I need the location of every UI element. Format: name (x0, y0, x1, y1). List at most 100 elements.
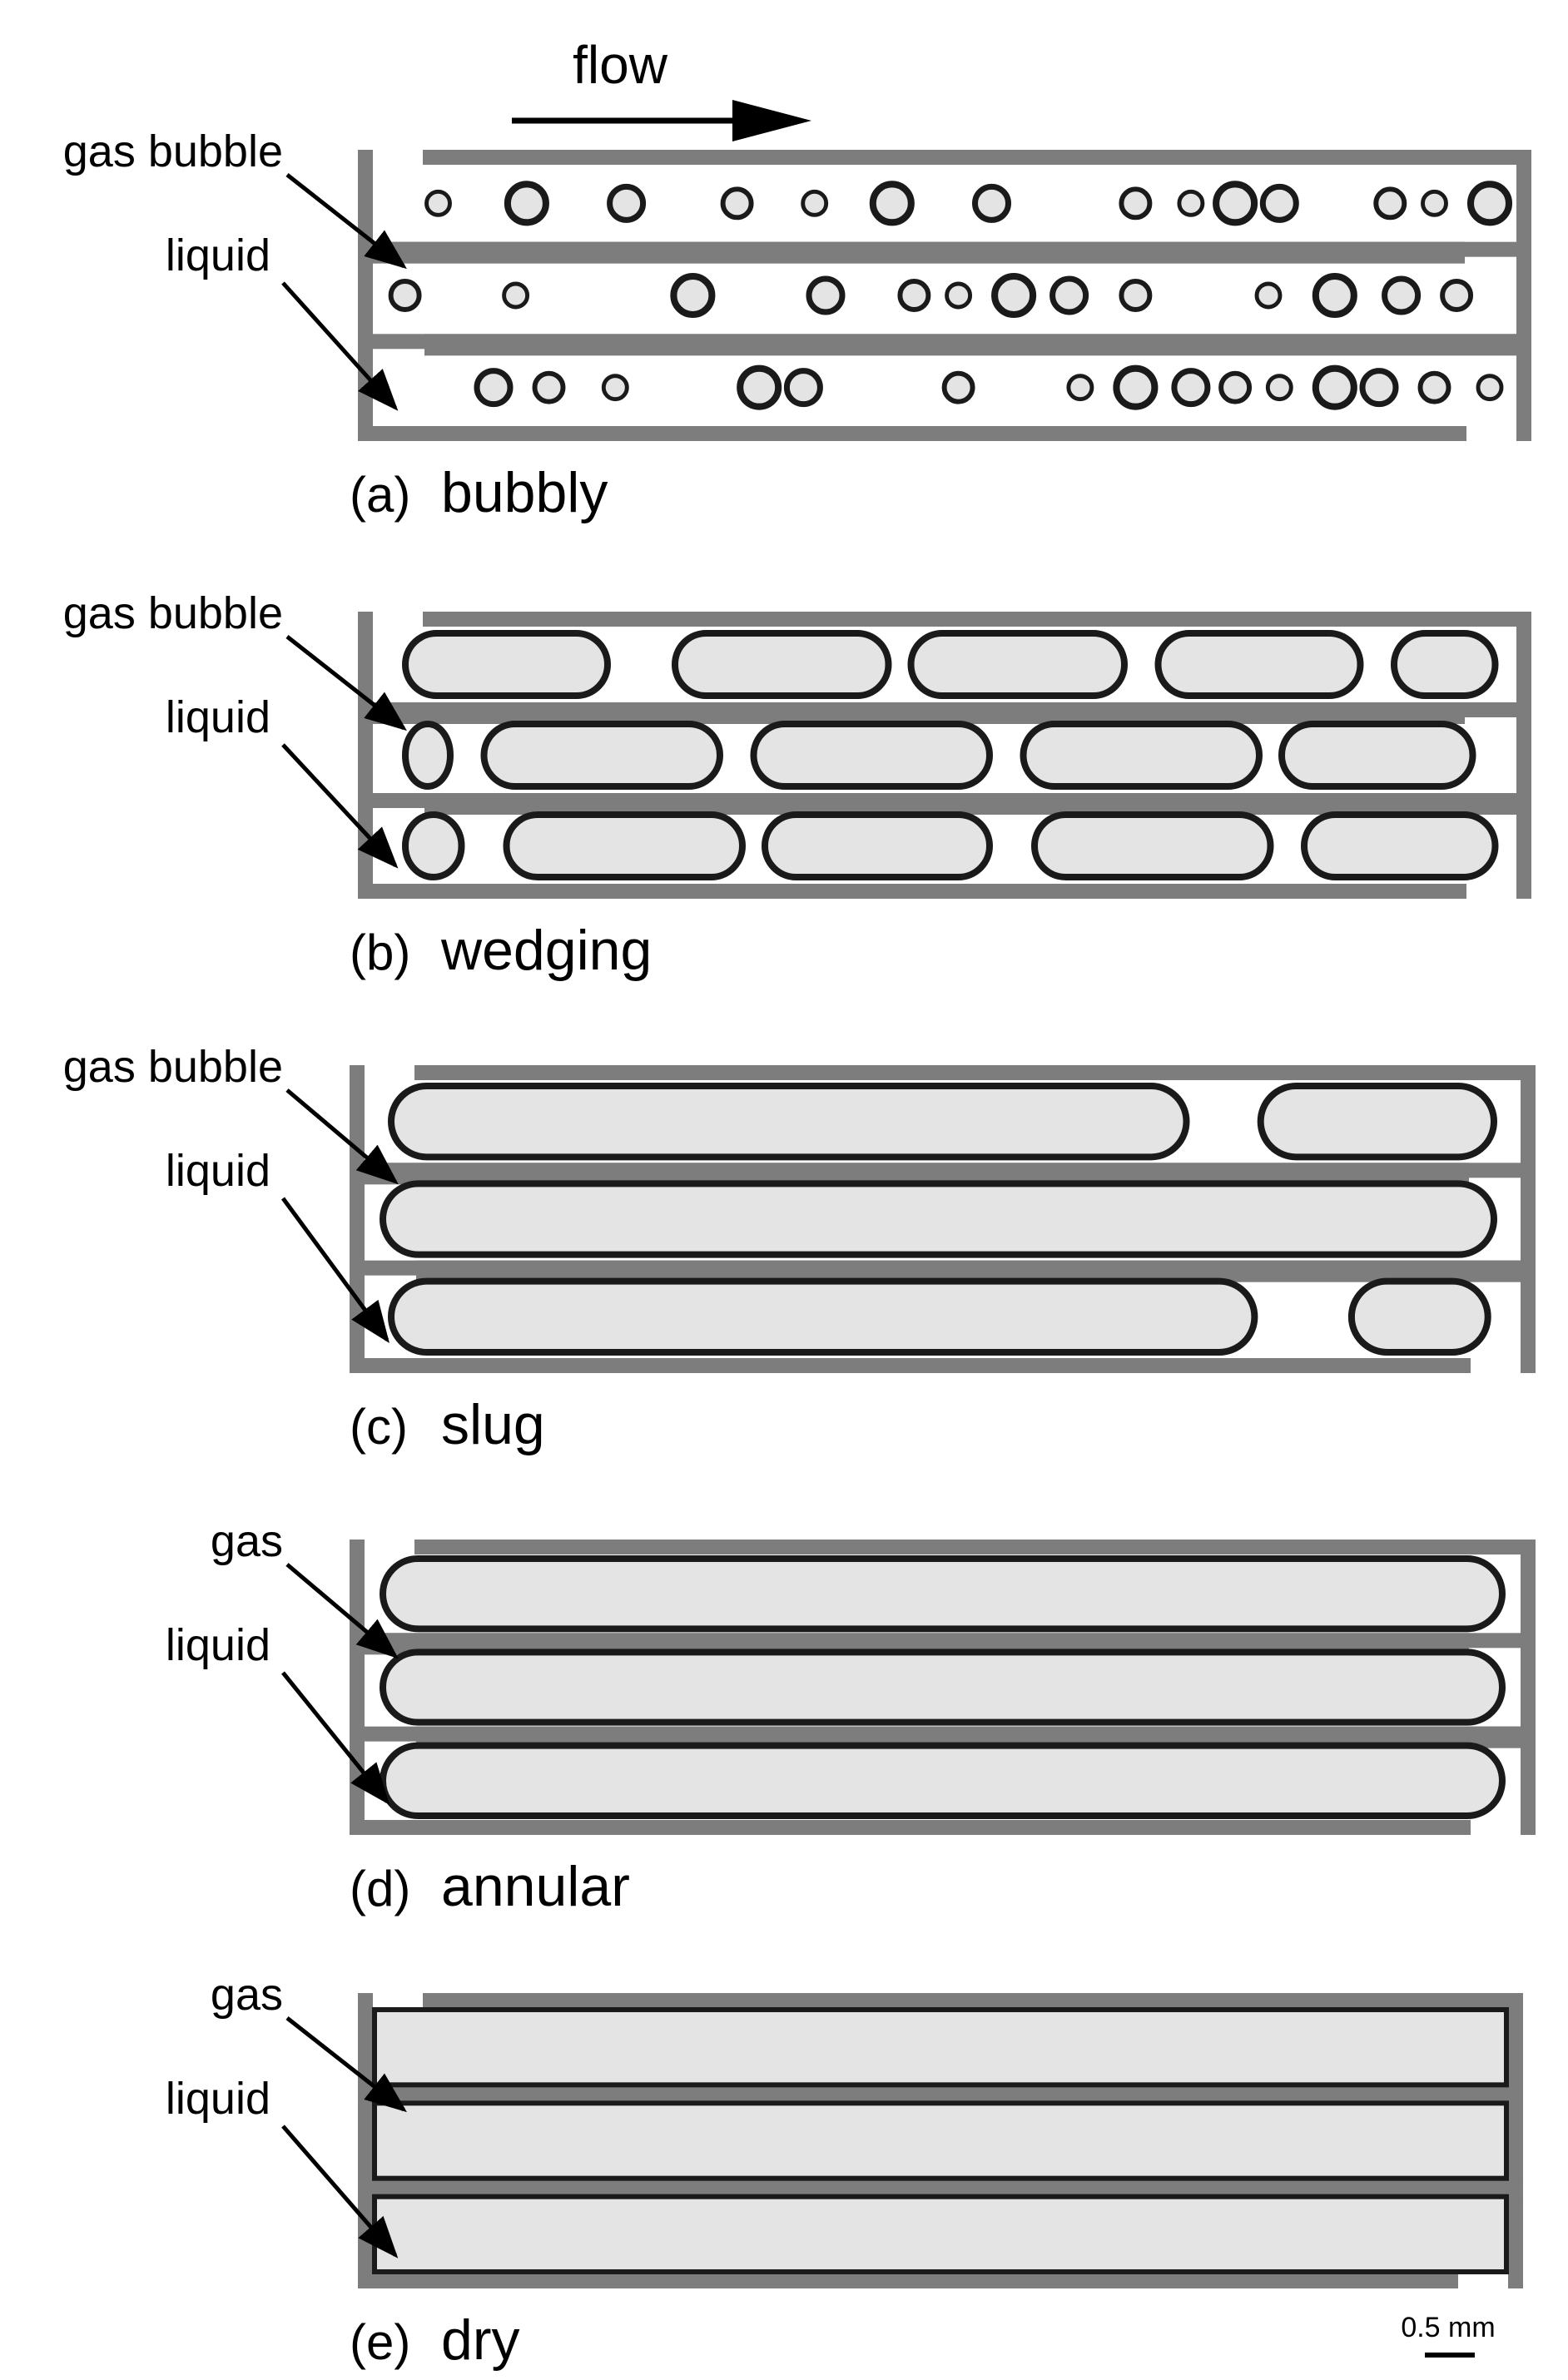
gas-bubble (1373, 186, 1407, 221)
gas-slug (762, 811, 993, 880)
gas-slug (503, 811, 746, 880)
gas-bubble (1382, 275, 1422, 315)
label-gas: gas (211, 1516, 283, 1566)
gas-bubble (1312, 272, 1357, 319)
inlet (365, 1540, 414, 1554)
gas-bubble (945, 281, 973, 310)
gas-bubble (1213, 181, 1258, 226)
gas-slug (380, 1555, 1506, 1633)
gas-bubble (1265, 374, 1293, 402)
gas-bubble (504, 181, 549, 226)
label-gas: gas bubble (63, 126, 283, 176)
gas-bubble (1417, 370, 1451, 404)
flow-arrow-icon (512, 100, 811, 141)
gas-slug (1347, 1277, 1491, 1356)
divider-wall (358, 241, 1465, 264)
gas-bubble (783, 368, 823, 408)
gas-bubble (897, 279, 931, 312)
flow-label: flow (573, 35, 668, 95)
gas-slug (402, 630, 611, 699)
gas-bubble (502, 281, 530, 310)
gas-bubble (1440, 279, 1474, 312)
panel-a: gas bubble liquid (a) bubbly (63, 126, 1531, 524)
inlet (373, 612, 423, 627)
arrow-gas (285, 1563, 399, 1659)
inlet (373, 1993, 423, 2008)
gas-bubble (607, 183, 647, 223)
arrow-liquid (281, 281, 399, 411)
gas-bubble (1177, 189, 1205, 217)
gas-slug (1154, 630, 1364, 699)
gas-core (372, 2100, 1509, 2181)
gas-bubble (532, 370, 566, 404)
gas-slug (480, 721, 723, 790)
panel-letter: (b) (350, 925, 410, 980)
arrow-liquid (280, 1197, 390, 1344)
gas-slug (402, 721, 454, 790)
label-liquid: liquid (166, 1620, 270, 1670)
gas-bubble (801, 189, 829, 217)
gas-bubble (972, 183, 1011, 223)
panel-letter: (c) (350, 1399, 408, 1455)
gas-slug (1278, 721, 1476, 790)
gas-bubble (1113, 364, 1159, 410)
arrow-gas (285, 635, 407, 731)
scale-bar-label: 0.5 mm (1401, 2312, 1495, 2343)
gas-bubble (1254, 281, 1283, 310)
arrow-gas (285, 173, 407, 270)
label-liquid: liquid (166, 2074, 270, 2124)
gas-bubble (1476, 374, 1504, 402)
gas-bubble (1421, 189, 1448, 217)
label-liquid: liquid (166, 1146, 270, 1196)
gas-bubble (1312, 364, 1357, 410)
gas-core (372, 2007, 1509, 2088)
gas-bubble (388, 279, 422, 312)
panels: gas bubble liquid (a) bubbly gas bubble liqui… (63, 126, 1536, 2372)
gas-bubble (806, 275, 846, 315)
arrow-gas (285, 2016, 407, 2113)
label-gas: gas (211, 1970, 283, 2020)
gas-bubble (601, 374, 629, 402)
gas-bubble (869, 181, 915, 226)
gas-slug (380, 1180, 1497, 1258)
panel-name: wedging (440, 919, 652, 982)
gas-core (372, 2194, 1509, 2275)
gas-slug (1391, 630, 1499, 699)
panel-letter: (a) (350, 467, 410, 523)
panel-name: dry (441, 2308, 519, 2372)
gas-bubble (670, 272, 716, 319)
gas-bubble (1049, 275, 1089, 315)
gas-bubble (474, 368, 514, 408)
panel-letter: (d) (350, 1861, 410, 1916)
arrow-liquid (281, 743, 399, 869)
gas-bubble (720, 186, 754, 221)
gas-slug (1301, 811, 1499, 880)
divider-wall (424, 334, 1531, 356)
gas-slug (672, 630, 892, 699)
arrow-gas (285, 1088, 399, 1185)
arrow-liquid (281, 1671, 390, 1805)
outlet (1471, 1358, 1521, 1373)
gas-bubble (1466, 181, 1513, 226)
label-gas: gas bubble (63, 588, 283, 638)
gas-bubble (941, 370, 975, 404)
gas-bubble (1218, 370, 1253, 404)
gas-bubble (424, 189, 452, 217)
divider-wall (358, 702, 1465, 724)
inlet (365, 1065, 414, 1080)
gas-slug (388, 1083, 1190, 1161)
label-liquid: liquid (166, 231, 270, 280)
panel-name: slug (441, 1393, 545, 1456)
outlet (1471, 1820, 1521, 1835)
gas-bubble (737, 364, 782, 410)
divider-wall (424, 793, 1531, 815)
gas-bubble (1359, 368, 1399, 408)
gas-slug (750, 721, 993, 790)
gas-bubble (1119, 279, 1153, 312)
gas-bubble (1066, 374, 1094, 402)
panel-name: bubbly (441, 461, 608, 524)
gas-bubble (991, 272, 1037, 319)
